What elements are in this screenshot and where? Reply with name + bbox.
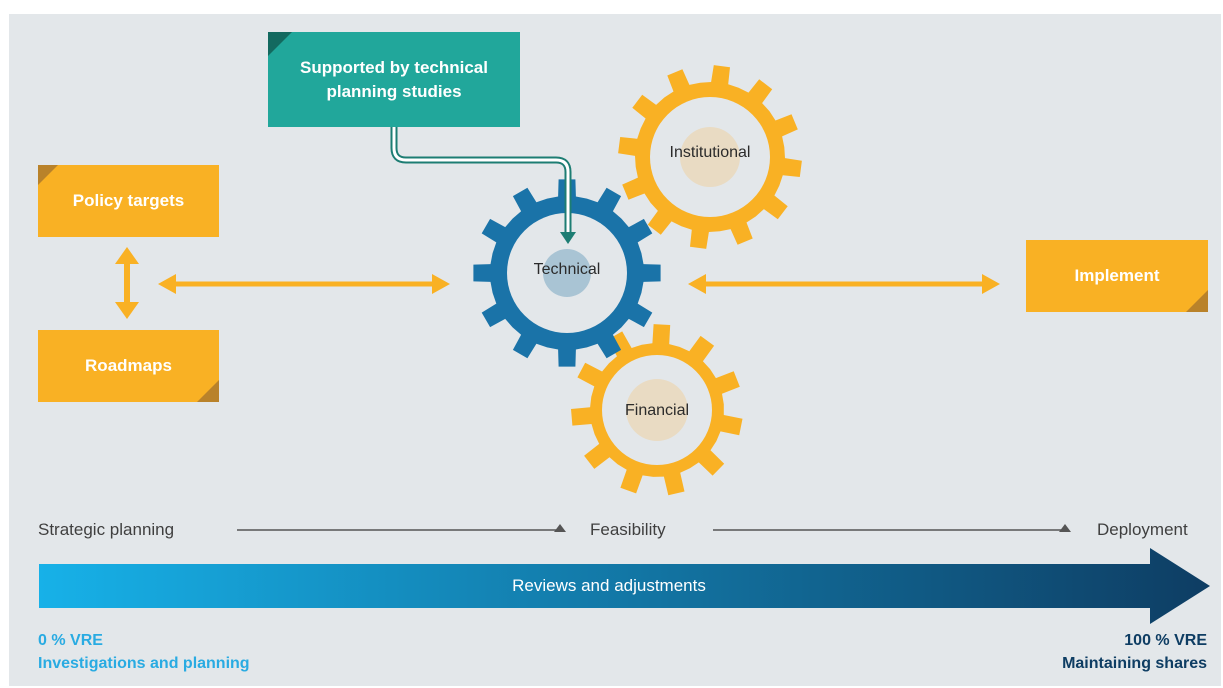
connector-arrow (390, 127, 576, 244)
vertical-double-arrow (115, 247, 139, 319)
implement-box: Implement (1026, 240, 1208, 312)
reviews-arrow-label: Reviews and adjustments (512, 576, 706, 595)
box-corner-fold (1186, 290, 1208, 312)
gear-label-financial: Financial (624, 402, 690, 419)
end-vre-percent: 100 % VRE (1124, 632, 1207, 649)
gear-technical-hub (543, 249, 591, 297)
start-vre: 0 % VRE Investigations and planning (38, 629, 250, 675)
right-double-arrow (688, 274, 1000, 294)
box-corner-fold (268, 32, 292, 56)
implement-label: Implement (1074, 266, 1160, 285)
box-corner-fold (38, 165, 58, 185)
roadmaps-box: Roadmaps (38, 330, 219, 402)
reviews-arrow-shape (39, 548, 1210, 624)
end-vre-desc: Maintaining shares (1062, 655, 1207, 672)
timeline (237, 524, 1071, 532)
stage-feasibility: Feasibility (590, 520, 666, 539)
start-vre-desc: Investigations and planning (38, 655, 250, 672)
gear-label-technical: Technical (533, 261, 601, 278)
supported-studies-box: Supported by technical planning studies (268, 32, 520, 127)
gear-financial-hub (626, 379, 688, 441)
gear-label-institutional: Institutional (669, 144, 751, 161)
supported-studies-label: Supported by technical planning studies (300, 57, 488, 101)
box-corner-fold (197, 380, 219, 402)
stage-strategic-planning: Strategic planning (38, 520, 175, 539)
gear-financial (571, 324, 743, 496)
left-double-arrow (158, 274, 450, 294)
gear-institutional (618, 65, 802, 249)
policy-targets-box: Policy targets (38, 165, 219, 237)
gear-institutional-hub (680, 127, 740, 187)
end-vre: 100 % VRE Maintaining shares (1062, 629, 1207, 675)
roadmaps-label: Roadmaps (85, 356, 172, 375)
start-vre-percent: 0 % VRE (38, 632, 103, 649)
policy-targets-label: Policy targets (72, 191, 185, 210)
stage-deployment: Deployment (1097, 520, 1188, 539)
gear-technical (473, 179, 661, 367)
